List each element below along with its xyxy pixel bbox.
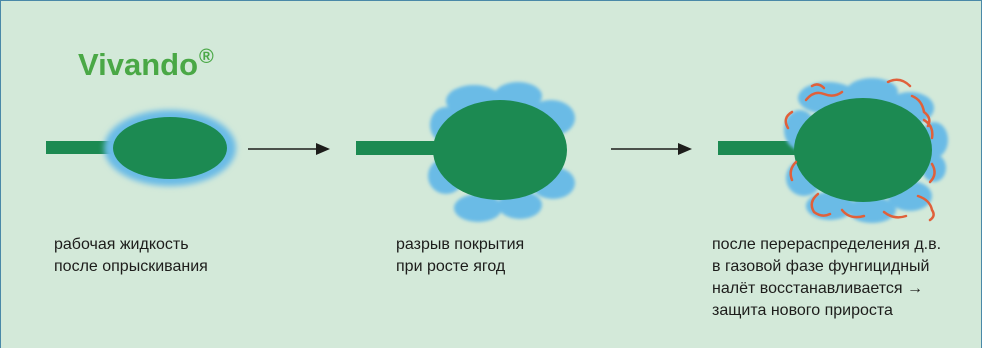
stage-1-berry — [46, 110, 236, 186]
stage-3-caption: после перераспределения д.в. в газовой ф… — [712, 234, 941, 322]
product-title: Vivando® — [78, 46, 214, 83]
berry — [433, 100, 567, 200]
stalk — [356, 141, 446, 155]
caption-line: налёт восстанавливается → — [712, 280, 923, 297]
stalk — [718, 141, 808, 155]
caption-line: после опрыскивания — [54, 258, 208, 275]
stage-3-berry — [718, 78, 948, 223]
arrow-1 — [248, 143, 330, 155]
berry — [113, 117, 227, 179]
frame-border-top — [0, 0, 982, 1]
stage-2-berry — [356, 82, 575, 222]
registered-mark: ® — [199, 46, 214, 68]
stage-1-caption: рабочая жидкость после опрыскивания — [54, 234, 208, 278]
caption-line: рабочая жидкость — [54, 236, 189, 253]
berry — [794, 98, 932, 202]
frame-border-left — [0, 0, 1, 348]
caption-line: защита нового прироста — [712, 302, 893, 319]
caption-line: разрыв покрытия — [396, 236, 525, 253]
caption-line: после перераспределения д.в. — [712, 236, 942, 253]
arrow-2 — [611, 143, 692, 155]
caption-line: при росте ягод — [396, 258, 506, 275]
caption-line: в газовой фазе фунгицидный — [712, 258, 930, 275]
product-name: Vivando — [78, 47, 199, 82]
fungal-mycelium — [784, 78, 936, 222]
stage-2-caption: разрыв покрытия при росте ягод — [396, 234, 524, 278]
